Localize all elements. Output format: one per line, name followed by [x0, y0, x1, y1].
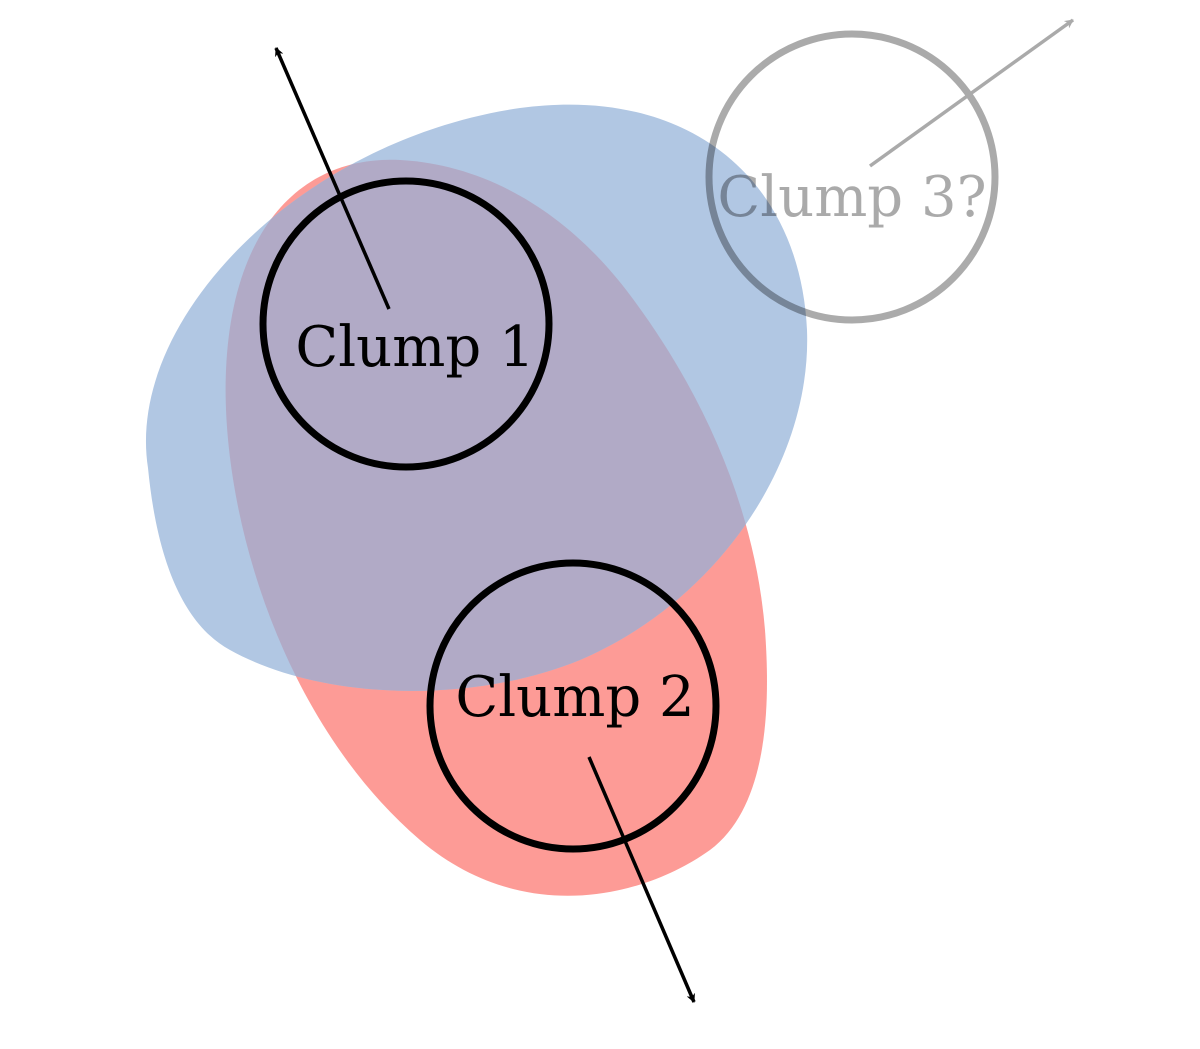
- clump-2: Clump 2: [426, 559, 720, 1003]
- clump-1-circle: [259, 177, 553, 471]
- clump-2-label: Clump 2: [455, 665, 694, 730]
- overlap-region: [225, 159, 767, 691]
- clump-3: Clump 3?: [705, 18, 1075, 324]
- clump-3-label: Clump 3?: [717, 165, 986, 230]
- clump-1: Clump 1: [259, 47, 553, 471]
- clump-1-arrow: [274, 47, 391, 310]
- clump-2-arrow: [587, 756, 696, 1003]
- clump-2-circle: [426, 559, 720, 853]
- clump-1-label: Clump 1: [295, 315, 534, 380]
- clump-3-circle: [705, 30, 999, 324]
- clump-3-arrow: [868, 18, 1075, 168]
